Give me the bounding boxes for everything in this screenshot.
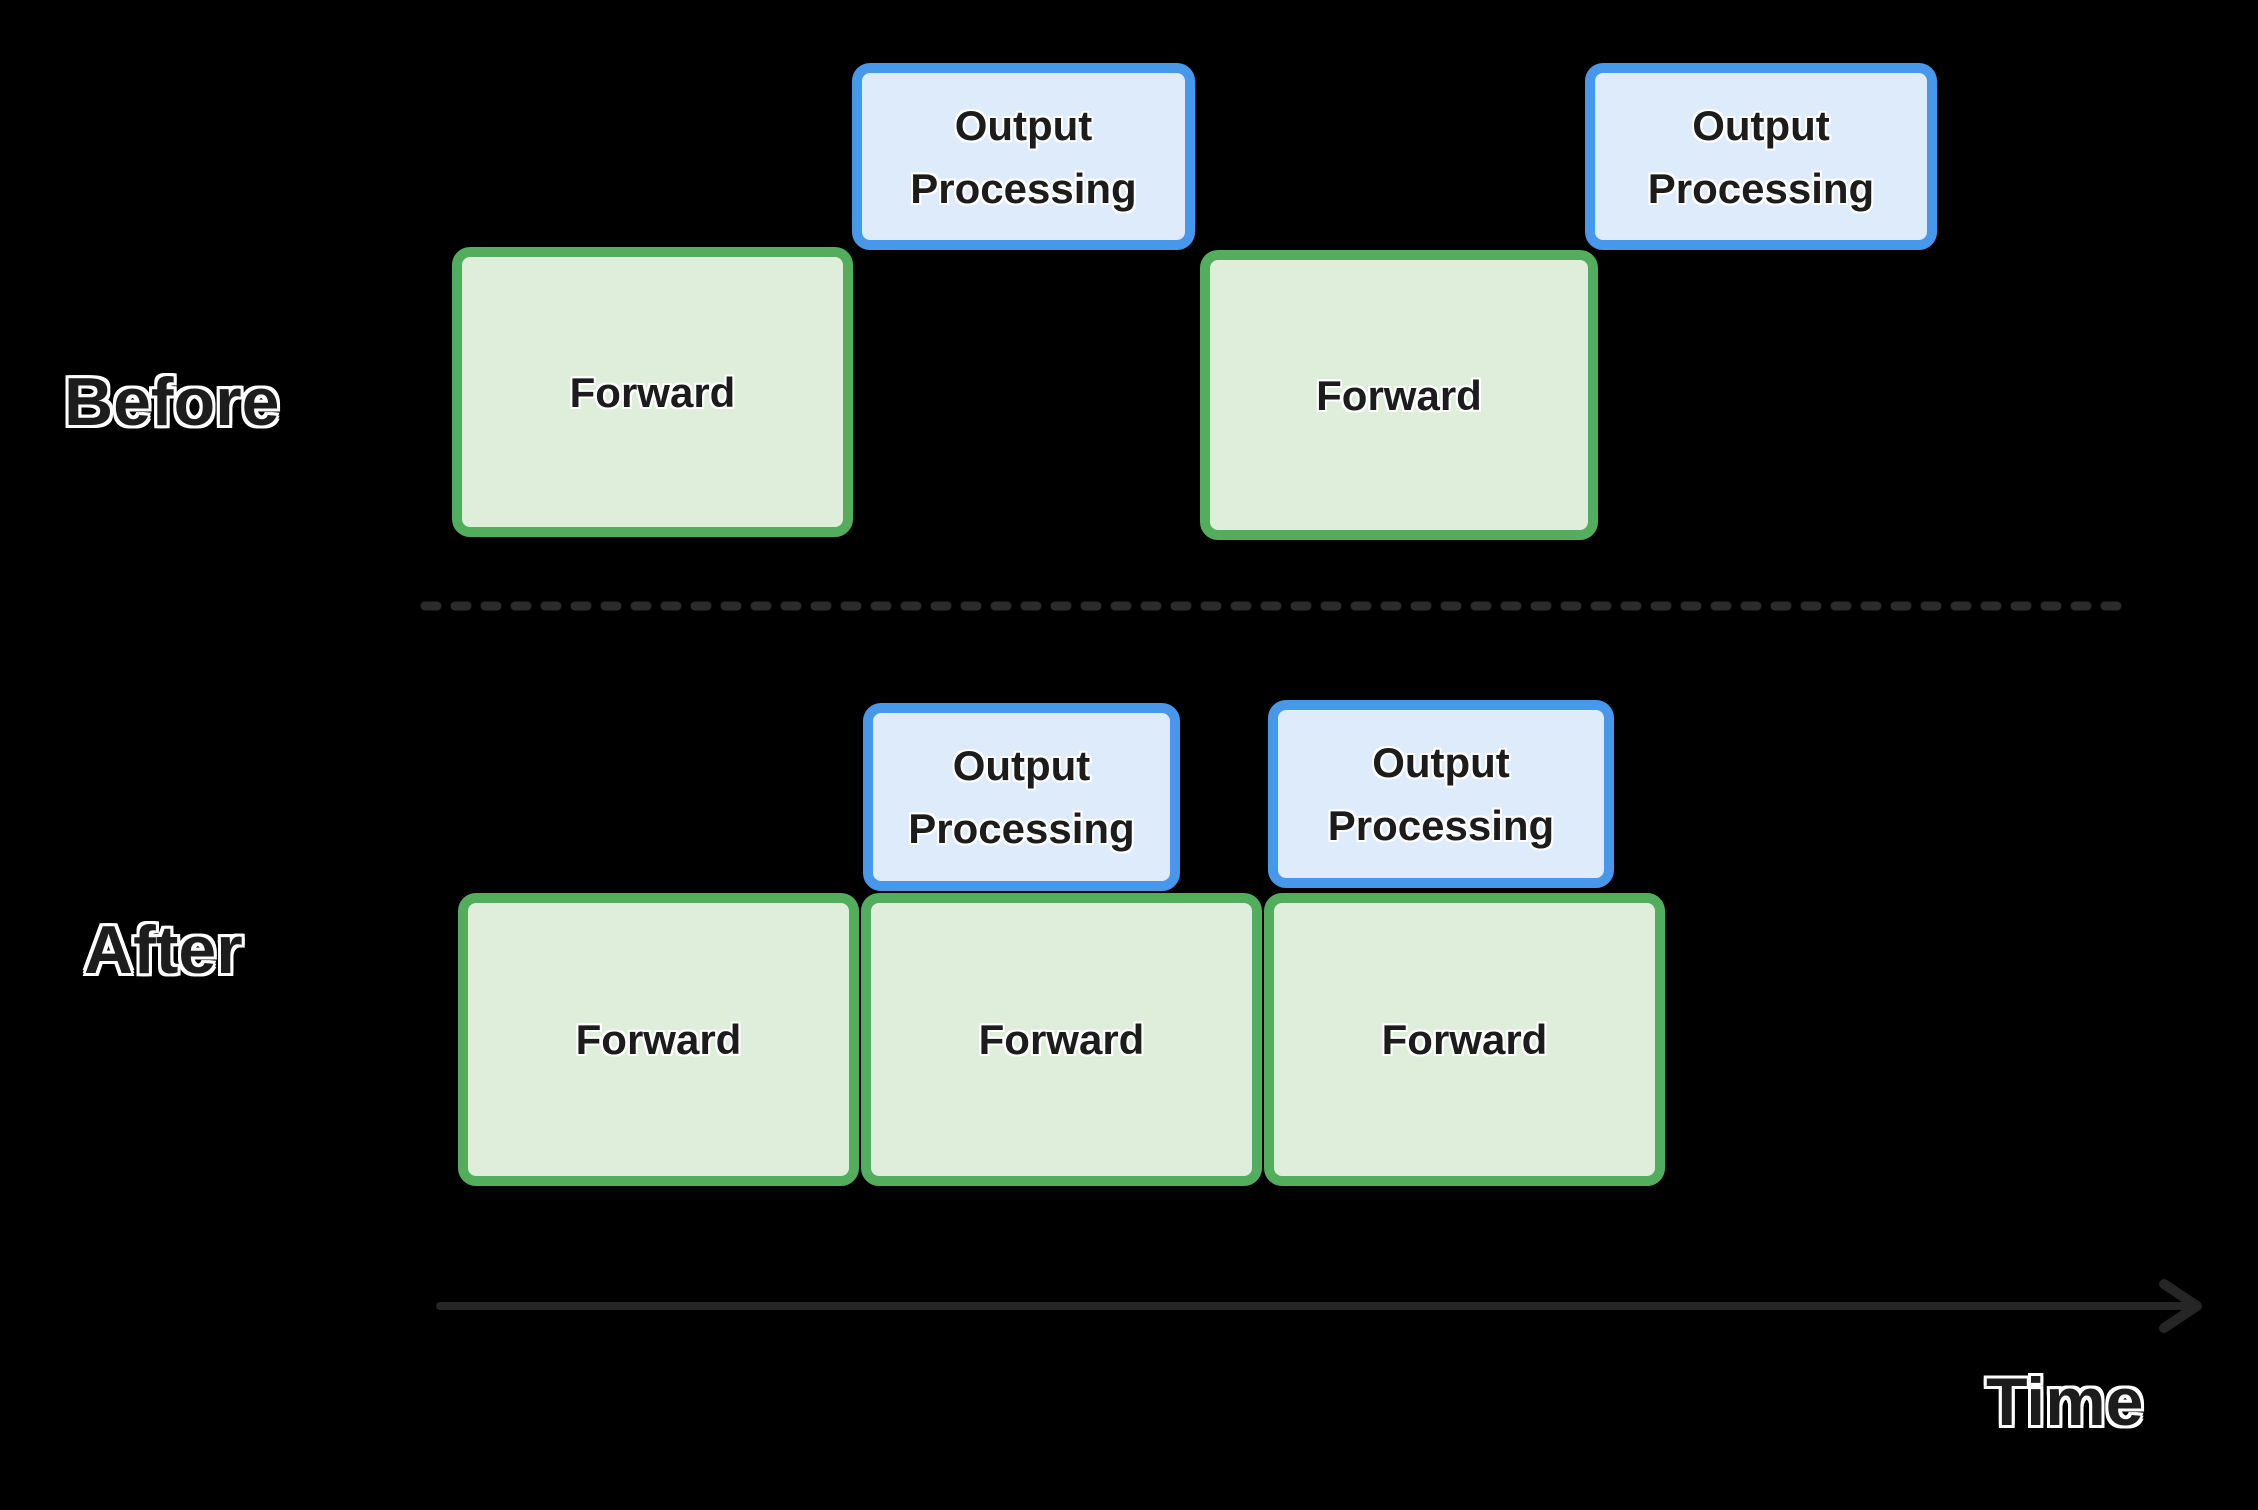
before-output-processing-box-1: Output Processing (852, 63, 1195, 250)
after-label: After (84, 912, 243, 988)
after-output-processing-box-1-label: Output Processing (908, 742, 1135, 852)
after-forward-box-1-label: Forward (575, 1016, 742, 1063)
before-forward-box-1-label: Forward (569, 368, 736, 416)
after-forward-box-2-label: Forward (978, 1016, 1145, 1063)
after-output-processing-box-2: Output Processing (1268, 700, 1614, 888)
before-output-processing-box-1-label: Output Processing (910, 101, 1137, 212)
before-label: Before (64, 364, 280, 440)
time-axis-label: Time (1986, 1364, 2144, 1440)
before-forward-box-2: Forward (1200, 250, 1598, 540)
before-output-processing-box-2-label: Output Processing (1647, 101, 1875, 212)
after-forward-box-1: Forward (458, 893, 859, 1186)
after-output-processing-box-2-label: Output Processing (1327, 739, 1555, 849)
after-forward-box-2: Forward (861, 893, 1262, 1186)
after-forward-box-3-label: Forward (1381, 1016, 1548, 1063)
time-axis-arrowhead-icon (2159, 1279, 2202, 1333)
before-forward-box-2-label: Forward (1316, 371, 1482, 419)
before-output-processing-box-2: Output Processing (1585, 63, 1937, 250)
after-forward-box-3: Forward (1264, 893, 1665, 1186)
after-output-processing-box-1: Output Processing (863, 703, 1180, 891)
before-forward-box-1: Forward (452, 247, 853, 537)
